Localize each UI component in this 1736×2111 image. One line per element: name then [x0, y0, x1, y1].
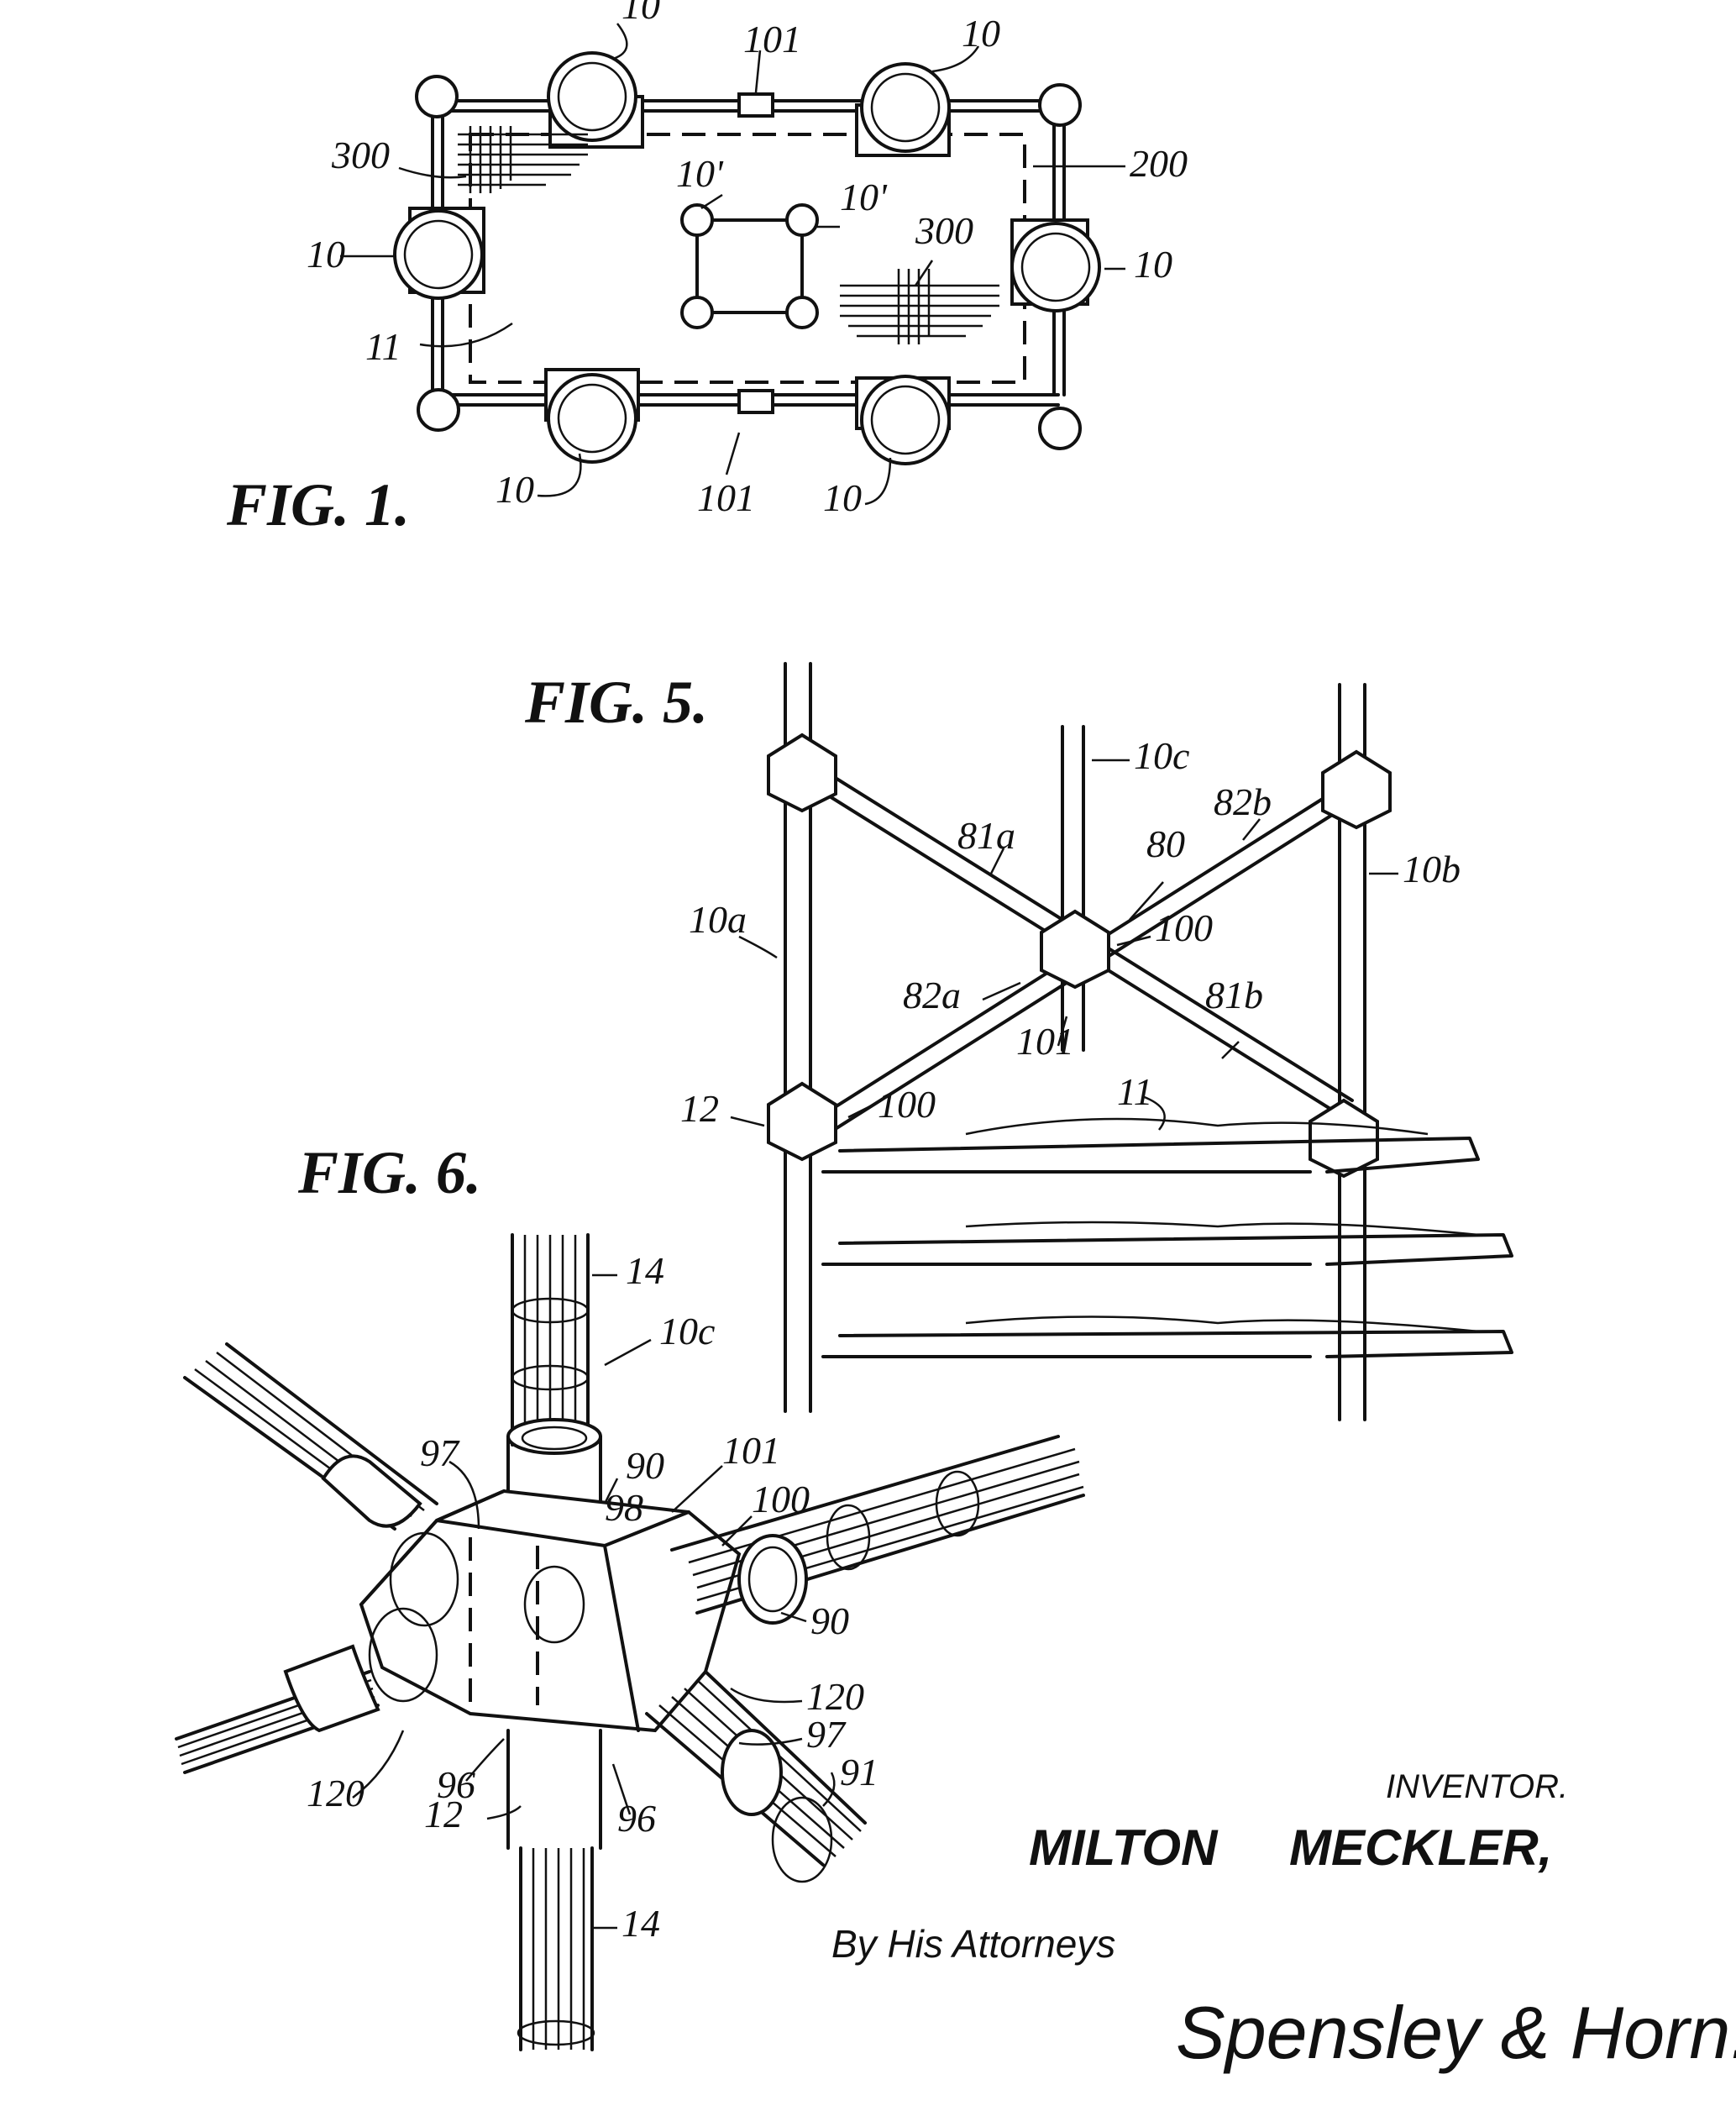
fig1-label: 10: [621, 0, 660, 27]
fig1-label: 10: [496, 468, 534, 511]
fig5-label: 10a: [689, 898, 747, 941]
fig6-label: 90: [626, 1444, 664, 1487]
fig5-label: 11: [1117, 1070, 1153, 1113]
fig6-label: 120: [806, 1675, 864, 1718]
fig1-label: 10': [840, 176, 888, 218]
fig5-label: 80: [1146, 822, 1185, 865]
fig6-label: 12: [424, 1793, 463, 1835]
fig6-label: 98: [605, 1486, 643, 1529]
fig5-label: 12: [680, 1087, 719, 1130]
fig1-label: 11: [365, 325, 401, 368]
fig1-label: 10: [823, 476, 862, 519]
fig6-label: 97: [806, 1713, 847, 1756]
fig6-label: 96: [437, 1763, 475, 1806]
fig5-label: 100: [1155, 906, 1213, 949]
fig1-label: 200: [1130, 142, 1188, 185]
fig5-label: 81a: [957, 814, 1015, 857]
fig6-label: 90: [810, 1599, 849, 1642]
fig5-label: 10b: [1403, 848, 1461, 890]
fig5-label: 81b: [1205, 974, 1263, 1016]
fig6-title: FIG. 6.: [297, 1139, 481, 1206]
fig5-label: 82a: [903, 974, 961, 1016]
fig1-label: 300: [915, 209, 973, 252]
attorney-signature: Spensley & Horn.: [1176, 1991, 1736, 2074]
fig1-label: 10': [676, 152, 724, 195]
fig6-label: 101: [722, 1429, 780, 1472]
fig6-label: 14: [621, 1902, 660, 1945]
fig1-title: FIG. 1.: [226, 471, 410, 538]
figure-6: FIG. 6.: [175, 1139, 1085, 2051]
fig5-label: 82b: [1214, 780, 1272, 823]
fig1-label: 101: [697, 476, 755, 519]
fig6-label: 14: [626, 1249, 664, 1292]
fig6-label: 10c: [659, 1310, 715, 1352]
fig1-label: 101: [743, 18, 801, 60]
fig6-label: 97: [420, 1431, 460, 1474]
fig5-title: FIG. 5.: [524, 669, 708, 736]
fig5-label: 101: [1016, 1020, 1074, 1063]
fig1-label: 10: [1134, 243, 1172, 286]
inventor-last-name: MECKLER,: [1289, 1820, 1552, 1876]
inventor-caption: INVENTOR.: [1386, 1768, 1568, 1805]
inventor-block: INVENTOR. MILTON MECKLER, By His Attorne…: [831, 1768, 1736, 2074]
fig1-label: 10: [307, 233, 345, 276]
figure-5: FIG. 5. 10c 81a 8: [524, 662, 1513, 1421]
fig1-label: 10: [962, 12, 1000, 55]
figure-1: 10 101 10 200 300 10' 10' 300 10 10 11 1…: [226, 0, 1188, 538]
fig5-label: 100: [878, 1083, 936, 1126]
fig1-label: 300: [331, 134, 390, 176]
fig6-label: 91: [840, 1751, 878, 1793]
fig6-label: 96: [617, 1797, 656, 1840]
inventor-first-name: MILTON: [1029, 1820, 1219, 1876]
fig6-label: 120: [307, 1772, 365, 1814]
fig6-label: 100: [752, 1478, 810, 1520]
attorneys-line: By His Attorneys: [831, 1922, 1115, 1966]
fig5-label: 10c: [1134, 734, 1189, 777]
